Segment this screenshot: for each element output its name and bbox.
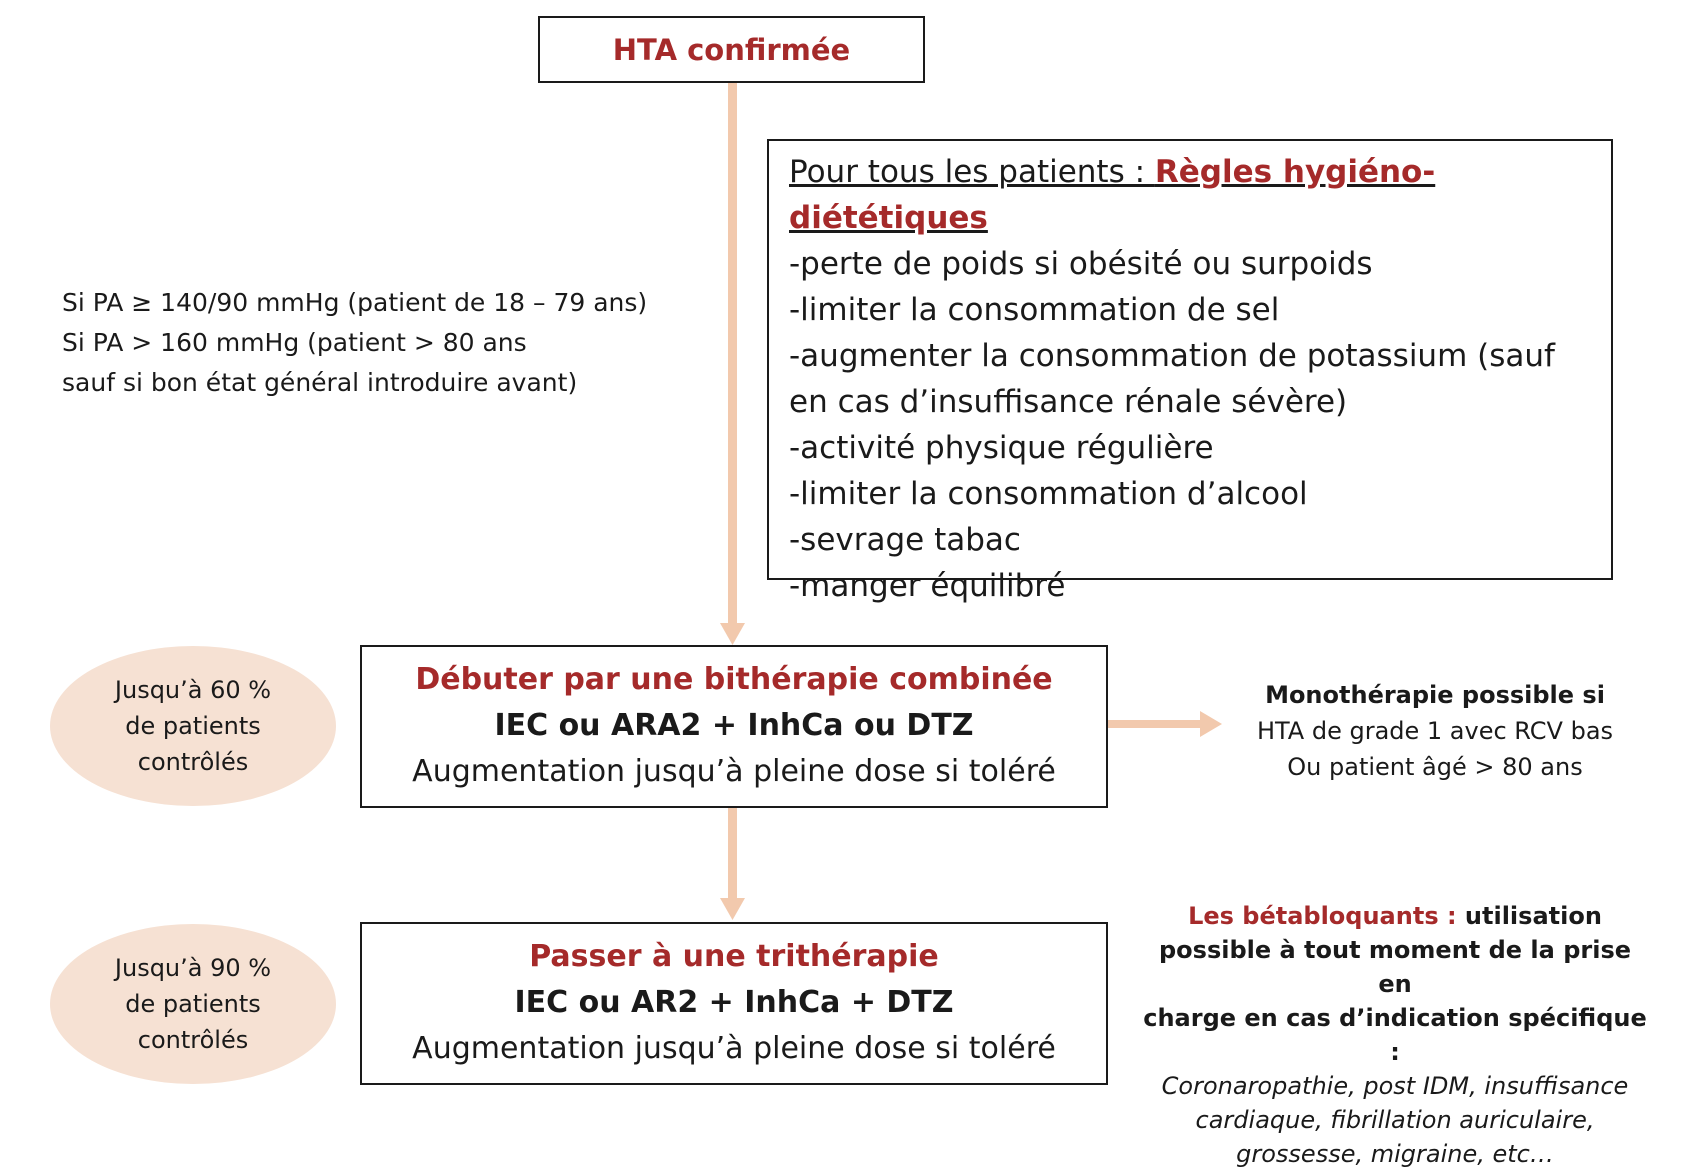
bitherapy-drugs: IEC ou ARA2 + InhCa ou DTZ	[494, 708, 974, 743]
monotherapy-note: Monothérapie possible si HTA de grade 1 …	[1215, 677, 1655, 785]
connector-arrows	[720, 83, 1222, 920]
rules-title: Règles hygiéno-diététiques	[789, 154, 1436, 236]
arrow-main-head	[720, 623, 745, 645]
criteria-line: Si PA > 160 mmHg (patient > 80 ans	[62, 328, 527, 357]
bitherapy-note: Augmentation jusqu’à pleine dose si tolé…	[412, 754, 1056, 789]
betablockers-text: utilisation	[1456, 902, 1602, 930]
ellipse-line: contrôlés	[137, 748, 249, 776]
control-rate-60-ellipse: Jusqu’à 60 % de patients contrôlés	[50, 646, 336, 806]
betablockers-title: Les bétabloquants :	[1188, 902, 1457, 930]
rules-heading: Pour tous les patients : Règles hygiéno-…	[789, 149, 1593, 241]
rules-item: -sevrage tabac	[789, 522, 1021, 558]
betablockers-example: Coronaropathie, post IDM, insuffisance	[1161, 1072, 1629, 1100]
monotherapy-title: Monothérapie possible si	[1265, 681, 1605, 709]
hta-confirmed-box: HTA confirmée	[538, 16, 925, 83]
arrow-mono-head	[1200, 711, 1222, 737]
bitherapy-title: Débuter par une bithérapie combinée	[415, 662, 1053, 697]
tritherapy-note: Augmentation jusqu’à pleine dose si tolé…	[412, 1031, 1056, 1066]
betablockers-line: Les bétabloquants : utilisation	[1140, 899, 1650, 933]
tritherapy-box: Passer à une trithérapie IEC ou AR2 + In…	[360, 922, 1108, 1085]
rules-item: -limiter la consommation de sel	[789, 292, 1280, 328]
betablockers-line: charge en cas d’indication spécifique :	[1143, 1004, 1647, 1066]
rules-item: -activité physique régulière	[789, 430, 1214, 466]
rules-item: -augmenter la consommation de potassium …	[789, 338, 1555, 374]
betablockers-example: cardiaque, fibrillation auriculaire,	[1195, 1106, 1595, 1134]
betablockers-note: Les bétabloquants : utilisation possible…	[1140, 899, 1650, 1171]
arrow-step-shaft	[728, 808, 737, 902]
rules-item: -limiter la consommation d’alcool	[789, 476, 1308, 512]
rules-item: -manger équilibré	[789, 568, 1066, 604]
arrow-main-shaft	[728, 83, 737, 628]
rules-item: en cas d’insuffisance rénale sévère)	[789, 384, 1348, 420]
arrow-step-head	[720, 898, 745, 920]
control-rate-90-ellipse: Jusqu’à 90 % de patients contrôlés	[50, 924, 336, 1084]
rules-item: -perte de poids si obésité ou surpoids	[789, 246, 1373, 282]
monotherapy-line: Ou patient âgé > 80 ans	[1287, 753, 1583, 781]
lifestyle-rules-box: Pour tous les patients : Règles hygiéno-…	[767, 139, 1613, 604]
rules-prefix: Pour tous les patients :	[789, 154, 1155, 190]
arrow-mono-shaft	[1108, 720, 1208, 728]
tritherapy-drugs: IEC ou AR2 + InhCa + DTZ	[514, 985, 954, 1020]
ellipse-line: Jusqu’à 90 %	[114, 954, 272, 982]
ellipse-line: de patients	[125, 990, 261, 1018]
bp-criteria-text: Si PA ≥ 140/90 mmHg (patient de 18 – 79 …	[62, 283, 722, 403]
monotherapy-line: HTA de grade 1 avec RCV bas	[1256, 717, 1614, 745]
criteria-line: sauf si bon état général introduire avan…	[62, 368, 578, 397]
ellipse-line: contrôlés	[137, 1026, 249, 1054]
hta-confirmed-title: HTA confirmée	[612, 32, 851, 67]
betablockers-line: possible à tout moment de la prise en	[1158, 936, 1632, 998]
tritherapy-title: Passer à une trithérapie	[529, 939, 939, 974]
criteria-line: Si PA ≥ 140/90 mmHg (patient de 18 – 79 …	[62, 288, 648, 317]
ellipse-line: Jusqu’à 60 %	[114, 676, 272, 704]
betablockers-example: grossesse, migraine, etc…	[1236, 1140, 1554, 1168]
bitherapy-box: Débuter par une bithérapie combinée IEC …	[360, 645, 1108, 808]
ellipse-line: de patients	[125, 712, 261, 740]
